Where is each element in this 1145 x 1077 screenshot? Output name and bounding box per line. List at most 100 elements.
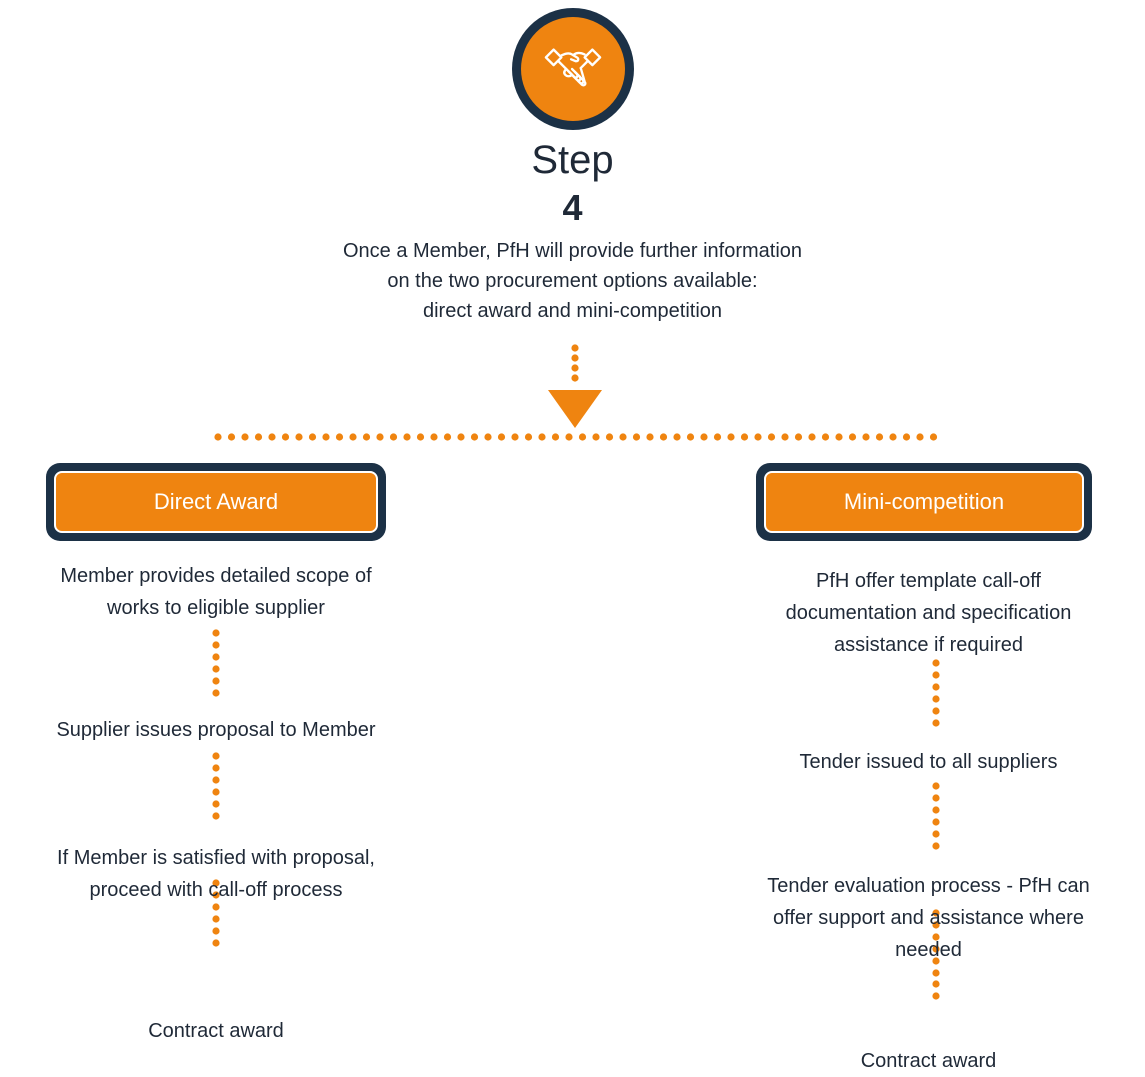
step-line: Member provides detailed scope of (60, 565, 372, 587)
connector-dot (308, 433, 317, 441)
connector-dot (212, 653, 220, 661)
connector-dot (241, 433, 249, 441)
step-line: Tender issued to all suppliers (799, 751, 1058, 773)
connector-dot (767, 433, 776, 441)
connector-dot (862, 433, 870, 441)
step-line: assistance if required (834, 634, 1023, 656)
connector-dot (551, 433, 560, 441)
intro-text: Once a Member, PfH will provide further … (0, 236, 1145, 326)
connector-dot (889, 433, 897, 441)
connector-dot (268, 433, 276, 441)
connector-dot (835, 433, 843, 441)
connector-dot (932, 818, 940, 826)
step-icon-badge (512, 8, 634, 130)
connector-dot (592, 433, 600, 441)
connector-dot (212, 776, 220, 784)
horizontal-dotted-line (214, 433, 938, 441)
connector-dot (646, 433, 654, 441)
connector-dot (511, 433, 519, 441)
step-line: PfH offer template call-off (816, 570, 1041, 592)
intro-line: direct award and mini-competition (422, 300, 723, 322)
step-icon-fill (521, 17, 625, 121)
step-line: Contract award (148, 1020, 284, 1042)
connector-dot (932, 992, 940, 1000)
connector-dot (212, 891, 220, 899)
connector-dot (281, 433, 290, 441)
connector-dot (578, 433, 587, 441)
connector-dot (389, 433, 398, 441)
step-number: 4 (562, 187, 583, 228)
connector-dot (571, 344, 579, 352)
connector-dot (212, 879, 220, 887)
direct-award-header: Direct Award (46, 463, 386, 541)
connector-dot (295, 433, 303, 441)
connector-dot (212, 764, 220, 772)
connector-dot (808, 433, 816, 441)
connector-dot (932, 806, 940, 814)
connector-dot (932, 719, 940, 727)
mini-competition-title: Mini-competition (764, 471, 1084, 533)
mini-competition-step-2: Tender issued to all suppliers (712, 746, 1145, 778)
connector-dot (443, 433, 452, 441)
connector-dot (571, 354, 579, 362)
connector-dot (686, 433, 695, 441)
connector-dot (740, 433, 749, 441)
step-label: Step (531, 138, 614, 182)
connector-dot (403, 433, 411, 441)
connector-dot (605, 433, 614, 441)
connector-dot (212, 752, 220, 760)
connector-dot (713, 433, 722, 441)
connector-dot (571, 374, 579, 382)
connector-dot (212, 641, 220, 649)
step-line: works to eligible supplier (107, 597, 325, 619)
connector-dot (212, 915, 220, 923)
connector-dot (565, 433, 573, 441)
connector-dot (335, 433, 344, 441)
direct-award-step-4: Contract award (0, 1015, 432, 1047)
connector-dot (538, 433, 546, 441)
connector-dot (212, 800, 220, 808)
connector-dot (254, 433, 263, 441)
connector-dot (212, 629, 220, 637)
down-arrow-icon (548, 390, 602, 428)
connector-dot (727, 433, 735, 441)
connector-dot (212, 665, 220, 673)
connector-dot (430, 433, 438, 441)
connector-dot (794, 433, 803, 441)
step-line: needed (895, 939, 962, 961)
connector-dot (932, 957, 940, 965)
connector-dot (932, 842, 940, 850)
step-line: proceed with call-off process (89, 879, 343, 901)
connector-dot (932, 659, 940, 667)
connector-dot (470, 433, 479, 441)
connector-dot (524, 433, 533, 441)
connector-dot (932, 921, 940, 929)
connector-dot (322, 433, 330, 441)
connector-dot (376, 433, 384, 441)
step-line: offer support and assistance where (773, 907, 1084, 929)
connector-dot (212, 677, 220, 685)
connector-dot (212, 903, 220, 911)
connector-dot (932, 909, 940, 917)
mini-competition-step-4: Contract award (712, 1045, 1145, 1077)
connector-dot (932, 707, 940, 715)
connector-dot (227, 433, 236, 441)
connector-dot (632, 433, 641, 441)
direct-award-step-1: Member provides detailed scope of works … (0, 560, 432, 624)
step-line: Supplier issues proposal to Member (56, 719, 376, 741)
step-line: Contract award (860, 1050, 997, 1072)
connector-dot (932, 980, 940, 988)
connector-dot (821, 433, 830, 441)
mini-competition-step-1: PfH offer template call-off documentatio… (712, 565, 1145, 661)
mini-competition-step-3: Tender evaluation process - PfH can offe… (712, 870, 1145, 966)
connector-dot (754, 433, 762, 441)
step-line: Tender evaluation process - PfH can (767, 875, 1090, 897)
vertical-dotted-connectors (212, 629, 940, 1000)
connector-dot (932, 671, 940, 679)
connector-dot (781, 433, 789, 441)
connector-dot (214, 433, 222, 441)
direct-award-title: Direct Award (54, 471, 378, 533)
connector-dot (929, 433, 938, 441)
connector-dot (212, 812, 220, 820)
